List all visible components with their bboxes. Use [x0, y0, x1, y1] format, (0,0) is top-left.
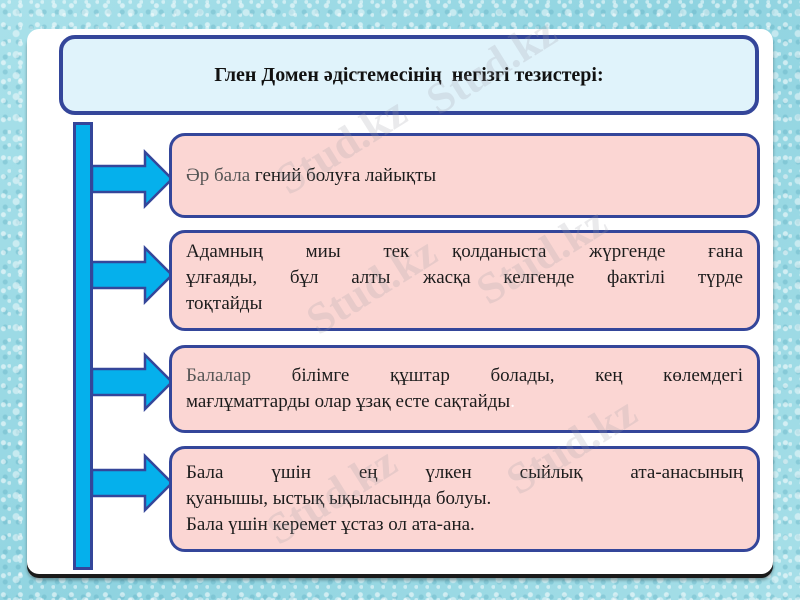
- thesis-card-1: Әр бала гений болуға лайықты: [169, 133, 760, 218]
- thesis-line: Бала үшін ең үлкен сыйлық ата-анасының: [186, 462, 743, 483]
- thesis-line: тоқтайды: [186, 293, 263, 314]
- right-arrow-icon: [90, 149, 174, 209]
- thesis-text: білімге құштар болады, кең көлемдегі: [251, 365, 743, 386]
- thesis-text-highlight: Балалар: [186, 365, 252, 386]
- thesis-card-2: Адамның миы тек қолданыста жүргенде ғана…: [169, 230, 760, 331]
- thesis-line: Балалар білімге құштар болады, кең көлем…: [186, 363, 743, 389]
- thesis-text: гений болуға лайықты: [250, 164, 437, 186]
- thesis-card-4: Бала үшін ең үлкен сыйлық ата-анасының қ…: [169, 446, 760, 552]
- right-arrow-icon: [90, 245, 174, 305]
- thesis-text-highlight: Әр бала: [186, 164, 251, 186]
- thesis-line: қуанышы, ыстық ықыласында болуы.: [186, 488, 492, 509]
- title-box: Глен Домен әдістемесінің негізгі тезисте…: [59, 35, 759, 115]
- right-arrow-icon: [90, 453, 174, 513]
- thesis-line: ұлғаяды, бұл алты жасқа келгенде фактілі…: [186, 267, 743, 288]
- thesis-line: Бала үшін керемет ұстаз ол ата-ана.: [186, 514, 475, 535]
- right-arrow-icon: [90, 352, 174, 412]
- thesis-line: Әр бала гений болуға лайықты: [186, 163, 436, 189]
- thesis-text: мағлұматтарды олар ұзақ есте сақтайды: [186, 391, 511, 412]
- thesis-trailing-dot: .: [510, 391, 515, 412]
- thesis-line: Адамның миы тек қолданыста жүргенде ғана: [186, 241, 743, 262]
- thesis-line: мағлұматтарды олар ұзақ есте сақтайды.: [186, 389, 743, 415]
- thesis-card-3: Балалар білімге құштар болады, кең көлем…: [169, 345, 760, 433]
- connector-vertical-bar: [73, 122, 93, 570]
- slide-title: Глен Домен әдістемесінің негізгі тезисте…: [214, 63, 604, 86]
